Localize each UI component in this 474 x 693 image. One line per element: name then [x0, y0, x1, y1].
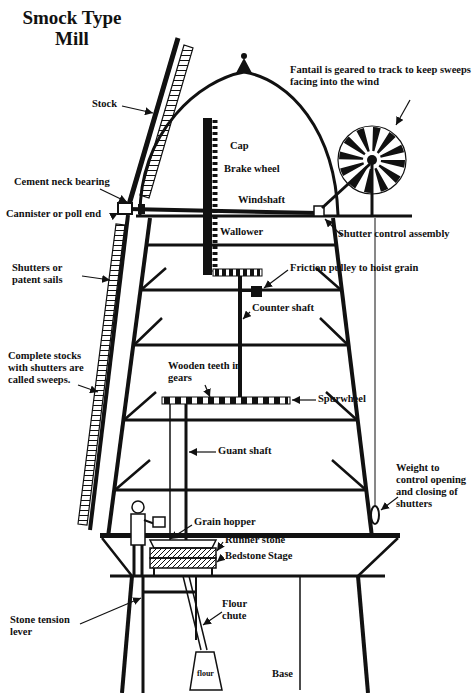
base-wall: [122, 576, 132, 693]
leader-arrow: [205, 385, 210, 397]
cap-finial: [236, 58, 252, 73]
leader-arrow: [203, 612, 222, 625]
floor-beam: [146, 244, 336, 247]
part-label: Bedstone: [225, 550, 266, 562]
runner-stone: [150, 548, 216, 558]
guant-shaft: [185, 404, 188, 540]
fantail-hub: [367, 155, 377, 165]
tension-lever: [143, 591, 196, 594]
upright-shaft: [238, 276, 242, 397]
part-label: Friction pulley to hoist grain: [290, 262, 472, 274]
leader-lines: [78, 100, 410, 625]
part-label: Spurwheel: [318, 393, 366, 405]
part-label: Brake wheel: [224, 163, 280, 175]
part-label: Flour chute: [222, 598, 272, 622]
wallower-gear: [213, 269, 262, 276]
part-label: Cap: [230, 140, 249, 152]
part-label: Grain hopper: [194, 516, 256, 528]
part-label: Fantail is geared to track to keep sweep…: [290, 64, 472, 88]
leader-arrow: [80, 598, 141, 624]
friction-pulley: [251, 286, 262, 297]
part-label: Weight to control opening and closing of…: [396, 462, 472, 510]
leader-arrow: [112, 213, 118, 216]
leader-arrow: [292, 399, 316, 400]
leader-arrow: [189, 451, 216, 452]
part-label: Complete stocks with shutters are called…: [8, 350, 92, 386]
mill-floor: [110, 575, 385, 578]
stone-stand: [154, 568, 212, 576]
lever-post: [142, 576, 145, 693]
part-label: Shutter control assembly: [338, 228, 472, 240]
leader-arrow: [217, 557, 223, 562]
windshaft: [128, 209, 318, 213]
control-weight: [371, 506, 379, 524]
stock-bar: [128, 38, 178, 208]
leader-arrow: [100, 189, 127, 202]
miller-head: [132, 501, 144, 513]
part-label: Stock: [92, 98, 117, 110]
base-post: [299, 576, 301, 690]
tower-brace: [115, 268, 366, 490]
leader-arrow: [396, 100, 410, 125]
canister: [118, 203, 132, 214]
part-label: Cannister or poll end: [6, 208, 101, 220]
part-label: Stone tension lever: [10, 614, 86, 638]
brake-wheel: [203, 118, 212, 275]
flour-chute: [183, 576, 207, 650]
gear-teeth: [213, 120, 218, 272]
gear-teeth: [164, 397, 288, 404]
leader-arrow: [78, 385, 98, 392]
leader-arrow: [170, 525, 192, 539]
leader-arrow: [264, 270, 288, 288]
part-label: Windshaft: [238, 194, 285, 206]
shutter-sail: [78, 224, 125, 525]
floor-beam: [114, 489, 366, 492]
grain-bucket: [153, 517, 165, 527]
part-label: Counter shaft: [252, 302, 314, 314]
part-label: Stage: [268, 550, 293, 562]
bed-stone: [150, 558, 216, 568]
leader-arrow: [381, 497, 398, 510]
part-label: Shutters or patent sails: [12, 262, 82, 286]
stone-spindle: [169, 404, 171, 540]
gear-teeth: [215, 269, 260, 276]
floor-beam: [123, 419, 358, 422]
part-label: Base: [272, 668, 293, 680]
shutter-sail: [140, 45, 193, 198]
fantail-wheel: [338, 126, 406, 194]
part-label: flour: [197, 669, 214, 678]
base-wall: [358, 576, 368, 693]
part-label: Wallower: [220, 226, 263, 238]
pulley-axle: [240, 290, 251, 292]
grain-hopper: [150, 540, 216, 548]
control-rope: [375, 218, 376, 506]
stock-bar: [90, 215, 128, 530]
miller-body: [131, 514, 145, 545]
part-label: Wooden teeth in gears: [168, 360, 248, 384]
spurwheel-gear: [162, 397, 290, 404]
leader-arrow: [122, 106, 153, 113]
cap-finial: [241, 53, 247, 59]
leader-arrow: [82, 276, 110, 280]
neck-bearing: [138, 204, 145, 214]
part-label: Runner stone: [225, 534, 285, 546]
part-label: Cement neck bearing: [14, 176, 110, 188]
flour-bag: [190, 652, 222, 690]
part-label: Guant shaft: [218, 445, 271, 457]
leader-arrow: [243, 312, 250, 319]
fantail-blades: [351, 139, 393, 181]
diagram-title: Smock Type Mill: [10, 8, 134, 50]
miller-legs: [134, 545, 142, 576]
leader-arrow: [217, 542, 223, 551]
